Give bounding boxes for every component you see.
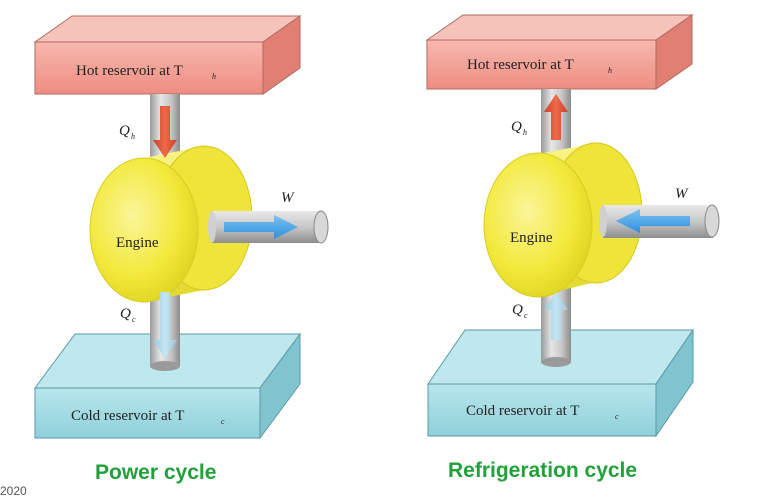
hot-reservoir-sub-right: h bbox=[608, 66, 612, 75]
hot-reservoir-label-right: Hot reservoir at T bbox=[467, 57, 574, 73]
lower-pipe-end-right bbox=[541, 357, 571, 367]
qc-label-right: Q bbox=[512, 302, 523, 318]
cold-reservoir-label-right: Cold reservoir at T bbox=[466, 403, 579, 419]
cold-reservoir-label-left: Cold reservoir at T bbox=[71, 408, 184, 424]
hot-reservoir-right bbox=[425, 14, 694, 90]
engine-left bbox=[89, 145, 253, 303]
footer-year: 2020 bbox=[0, 484, 27, 498]
work-arrow-in-right bbox=[616, 209, 690, 233]
engine-label-right: Engine bbox=[510, 230, 553, 246]
cold-reservoir-left bbox=[34, 332, 301, 440]
hot-reservoir-sub-left: h bbox=[212, 72, 216, 81]
qh-label-right: Q bbox=[511, 119, 522, 135]
power-cycle-caption: Power cycle bbox=[95, 461, 217, 484]
engine-right bbox=[483, 142, 643, 298]
qh-sub-left: h bbox=[131, 132, 135, 141]
engine-label-left: Engine bbox=[116, 235, 159, 251]
cold-reservoir-sub-left: c bbox=[221, 417, 225, 426]
qh-arrow-down-left bbox=[153, 106, 177, 158]
qc-arrow-down-left bbox=[153, 292, 177, 358]
power-cycle-diagram: Hot reservoir at T h Engine W bbox=[33, 15, 329, 440]
hot-reservoir-label-left: Hot reservoir at T bbox=[76, 63, 183, 79]
qc-sub-left: c bbox=[132, 315, 136, 324]
work-label-right: W bbox=[675, 186, 689, 202]
lower-pipe-end-left bbox=[150, 361, 180, 371]
work-label-left: W bbox=[281, 190, 295, 206]
refrigeration-cycle-caption: Refrigeration cycle bbox=[448, 459, 638, 482]
qc-sub-right: c bbox=[524, 311, 528, 320]
qh-sub-right: h bbox=[523, 128, 527, 137]
work-arrow-out-left bbox=[224, 215, 298, 239]
hot-reservoir-left bbox=[33, 15, 302, 95]
qc-label-left: Q bbox=[120, 306, 131, 322]
qh-label-left: Q bbox=[119, 123, 130, 139]
qh-arrow-up-right bbox=[544, 94, 568, 140]
cold-reservoir-sub-right: c bbox=[615, 412, 619, 421]
refrigeration-cycle-diagram: Hot reservoir at T h Engine W Q bbox=[425, 14, 720, 438]
qc-arrow-up-right bbox=[544, 292, 568, 340]
